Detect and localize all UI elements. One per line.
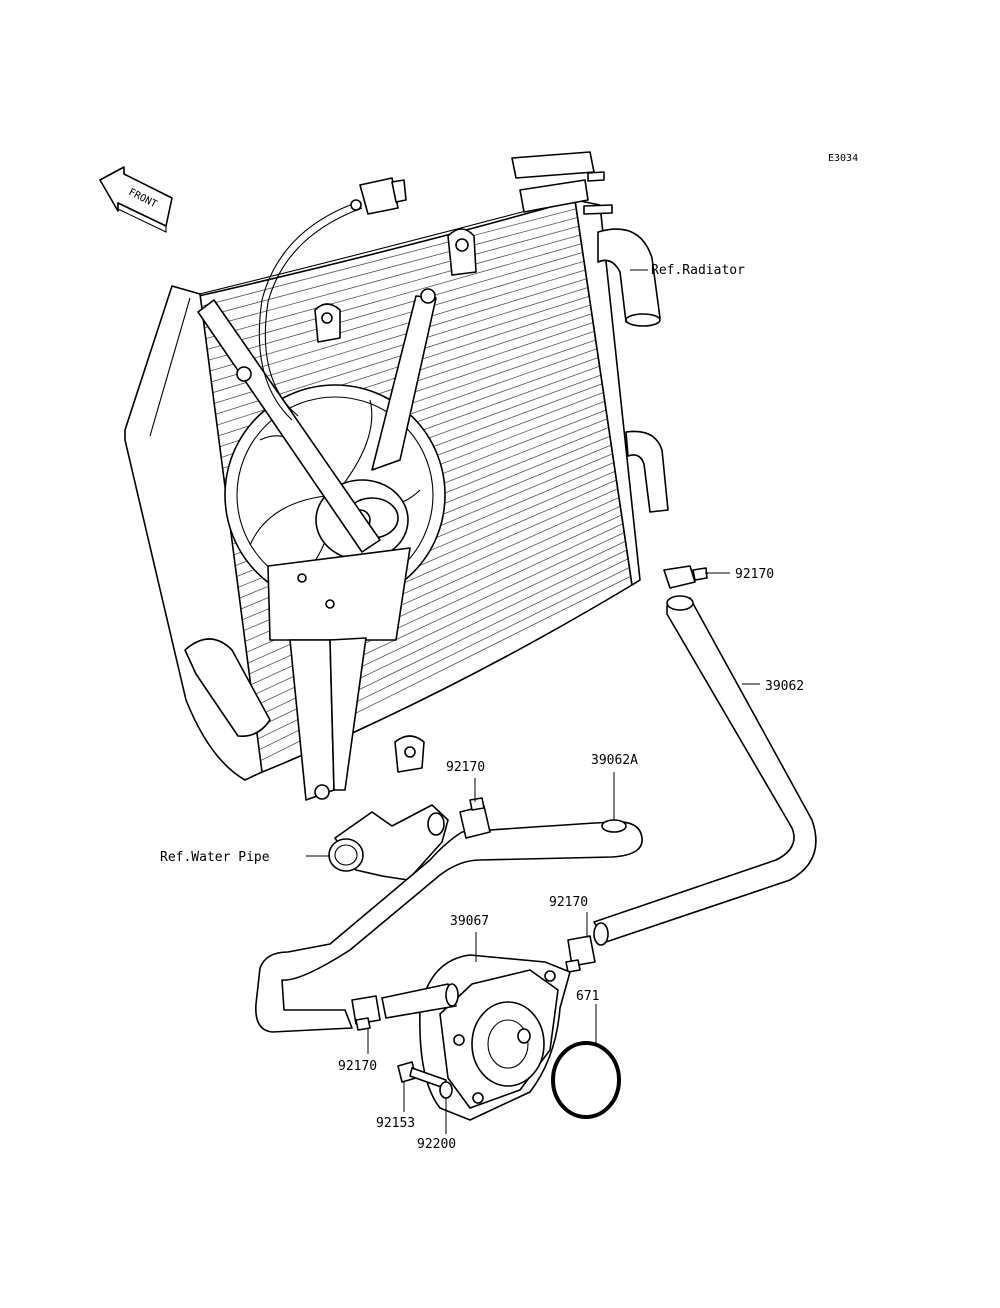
label-39062a: 39062A: [591, 753, 638, 768]
label-92170-upper: 92170: [735, 567, 774, 582]
o-ring: [551, 1041, 621, 1119]
label-39067: 39067: [450, 914, 489, 929]
water-pipe: [328, 804, 449, 881]
clamp-upper: [663, 565, 708, 589]
hose-39062a: [255, 819, 643, 1033]
fan-brackets: [197, 288, 437, 801]
fan-wire-harness: [258, 177, 407, 421]
leader-lines: [306, 269, 760, 1134]
label-92170-mid: 92170: [446, 760, 485, 775]
clamp-right: [565, 935, 596, 973]
label-92170-right: 92170: [549, 895, 588, 910]
label-92170-left: 92170: [338, 1059, 377, 1074]
clamp-left: [351, 995, 381, 1031]
label-92200: 92200: [417, 1137, 456, 1152]
front-arrow-icon: FRONT: [99, 166, 173, 233]
label-671: 671: [576, 989, 599, 1004]
oil-cooler: [381, 954, 571, 1121]
clamp-mid: [459, 797, 491, 839]
hose-39062: [593, 595, 817, 946]
label-ref-water-pipe: Ref.Water Pipe: [160, 850, 270, 865]
diagram-id: E3034: [828, 153, 858, 164]
label-ref-radiator: Ref.Radiator: [651, 263, 745, 278]
washer: [439, 1081, 453, 1099]
label-39062: 39062: [765, 679, 804, 694]
label-92153: 92153: [376, 1116, 415, 1131]
